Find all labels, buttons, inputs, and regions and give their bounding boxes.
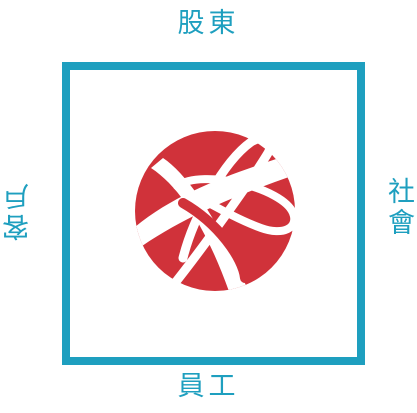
red-globe-orbit-logo-icon [135, 131, 298, 293]
logo-orbit-ring-b [173, 175, 298, 236]
label-customers: 客戶 [3, 179, 34, 241]
label-shareholders: 股東 [177, 8, 240, 39]
label-employees: 員工 [177, 371, 240, 402]
square-frame [62, 62, 365, 365]
label-society: 社會 [383, 177, 414, 239]
logo-orbit-ring-c [178, 198, 250, 283]
